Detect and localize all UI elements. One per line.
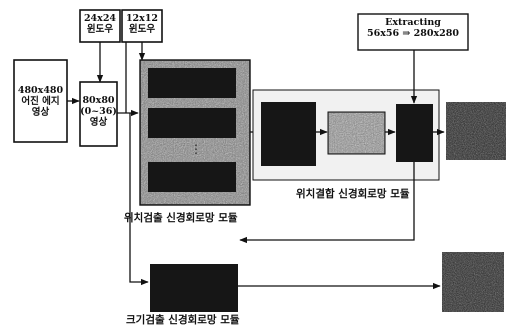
scaled-image-label: 80x80 (0~36) 영상 xyxy=(80,95,117,129)
position-merge-caption: 위치결합 신경회로망 모듈 xyxy=(296,188,410,200)
input-image-line1: 480x480 xyxy=(17,85,64,96)
window-12-box xyxy=(121,9,163,43)
scaled-image-line3: 영상 xyxy=(89,116,108,128)
size-detect-caption: 크기검출 신경회로망 모듈 xyxy=(126,314,240,326)
input-image-line3: 영상 xyxy=(31,106,50,118)
scaled-image-line1: 80x80 xyxy=(82,95,115,106)
window-24-line2: 윈도우 xyxy=(86,23,114,35)
feedback-path xyxy=(239,162,415,244)
position-detect-caption: 위치검출 신경회로망 모듈 xyxy=(124,212,238,224)
size-input-path xyxy=(129,113,149,286)
output-image-2-noise xyxy=(442,252,504,312)
scaled-image-box xyxy=(79,81,118,147)
merge-block-3 xyxy=(396,104,433,162)
window-12-line2: 윈도우 xyxy=(128,23,156,35)
position-detect-block-3 xyxy=(148,162,236,192)
input-image-line2: 어진 에지 xyxy=(21,95,60,107)
window-12-line1: 12x12 xyxy=(125,13,159,24)
extracting-line2: 56x56 ⇒ 280x280 xyxy=(366,27,459,39)
input-image-box xyxy=(13,59,68,143)
window-24-line1: 24x24 xyxy=(83,13,117,24)
scaled-image-line2: (0~36) xyxy=(80,105,117,117)
position-detect-dots: ⋮ xyxy=(190,142,202,156)
window-24-box xyxy=(79,9,121,43)
window-12-label: 12x12 윈도우 xyxy=(122,13,162,36)
position-detect-block-2 xyxy=(148,108,236,138)
position-detect-block-1 xyxy=(148,68,236,98)
merge-block-2-noise xyxy=(329,113,384,153)
output-image-1-noise xyxy=(446,102,506,160)
extracting-label: Extracting 56x56 ⇒ 280x280 xyxy=(358,17,468,40)
size-detect-module xyxy=(150,264,238,312)
merge-block-1 xyxy=(261,102,316,166)
window-24-label: 24x24 윈도우 xyxy=(80,13,120,36)
input-image-label: 480x480 어진 에지 영상 xyxy=(14,85,67,119)
extracting-line1: Extracting xyxy=(385,17,441,28)
extracting-box xyxy=(357,13,469,51)
